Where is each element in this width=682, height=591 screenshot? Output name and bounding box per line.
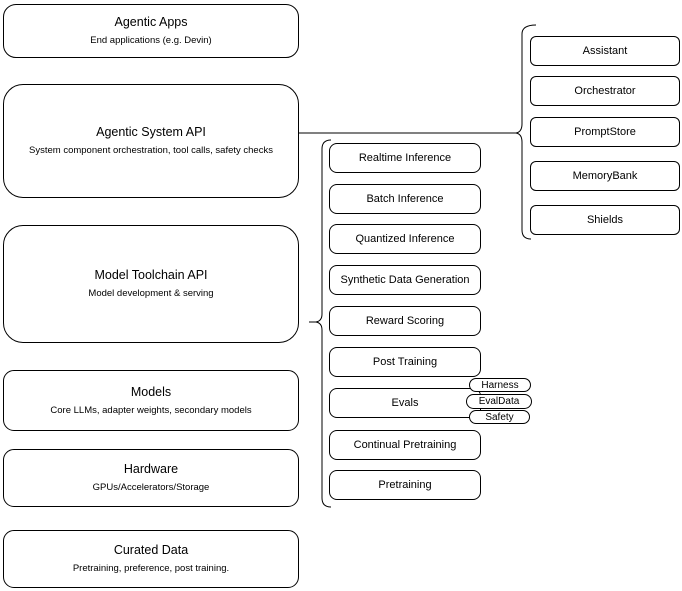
layer-subtitle: Core LLMs, adapter weights, secondary mo… bbox=[50, 404, 252, 416]
brace-toolchain-services bbox=[309, 139, 332, 508]
layer-box-hardware: Hardware GPUs/Accelerators/Storage bbox=[3, 449, 299, 507]
service-box-quantized-inference: Quantized Inference bbox=[329, 224, 481, 254]
brace-system-components bbox=[509, 24, 537, 240]
service-box-reward-scoring: Reward Scoring bbox=[329, 306, 481, 336]
service-box-batch-inference: Batch Inference bbox=[329, 184, 481, 214]
evals-tag-harness: Harness bbox=[469, 378, 531, 392]
service-box-pretraining: Pretraining bbox=[329, 470, 481, 500]
layer-title: Hardware bbox=[123, 462, 179, 476]
layer-title: Model Toolchain API bbox=[94, 268, 208, 282]
layer-title: Agentic System API bbox=[96, 125, 206, 139]
component-box-orchestrator: Orchestrator bbox=[530, 76, 680, 106]
layer-box-models: Models Core LLMs, adapter weights, secon… bbox=[3, 370, 299, 431]
layer-subtitle: GPUs/Accelerators/Storage bbox=[92, 482, 210, 493]
service-box-synthetic-data-generation: Synthetic Data Generation bbox=[329, 265, 481, 295]
layer-box-model-toolchain-api: Model Toolchain API Model development & … bbox=[3, 225, 299, 343]
layer-box-curated-data: Curated Data Pretraining, preference, po… bbox=[3, 530, 299, 588]
service-box-evals: Evals bbox=[329, 388, 481, 418]
layer-title: Agentic Apps bbox=[114, 15, 188, 29]
layer-title: Models bbox=[130, 384, 172, 399]
component-box-shields: Shields bbox=[530, 205, 680, 235]
layer-title: Curated Data bbox=[113, 543, 189, 557]
evals-tag-evaldata: EvalData bbox=[466, 394, 532, 409]
layer-subtitle: Model development & serving bbox=[88, 288, 214, 299]
layer-subtitle: End applications (e.g. Devin) bbox=[90, 35, 212, 46]
service-box-post-training: Post Training bbox=[329, 347, 481, 377]
evals-tag-safety: Safety bbox=[469, 410, 530, 424]
layer-box-agentic-system-api: Agentic System API System component orch… bbox=[3, 84, 299, 198]
layer-box-agentic-apps: Agentic Apps End applications (e.g. Devi… bbox=[3, 4, 299, 58]
service-box-realtime-inference: Realtime Inference bbox=[329, 143, 481, 173]
service-box-continual-pretraining: Continual Pretraining bbox=[329, 430, 481, 460]
component-box-assistant: Assistant bbox=[530, 36, 680, 66]
component-box-promptstore: PromptStore bbox=[530, 117, 680, 147]
layer-subtitle: System component orchestration, tool cal… bbox=[29, 145, 273, 156]
layer-subtitle: Pretraining, preference, post training. bbox=[72, 563, 230, 574]
component-box-memorybank: MemoryBank bbox=[530, 161, 680, 191]
